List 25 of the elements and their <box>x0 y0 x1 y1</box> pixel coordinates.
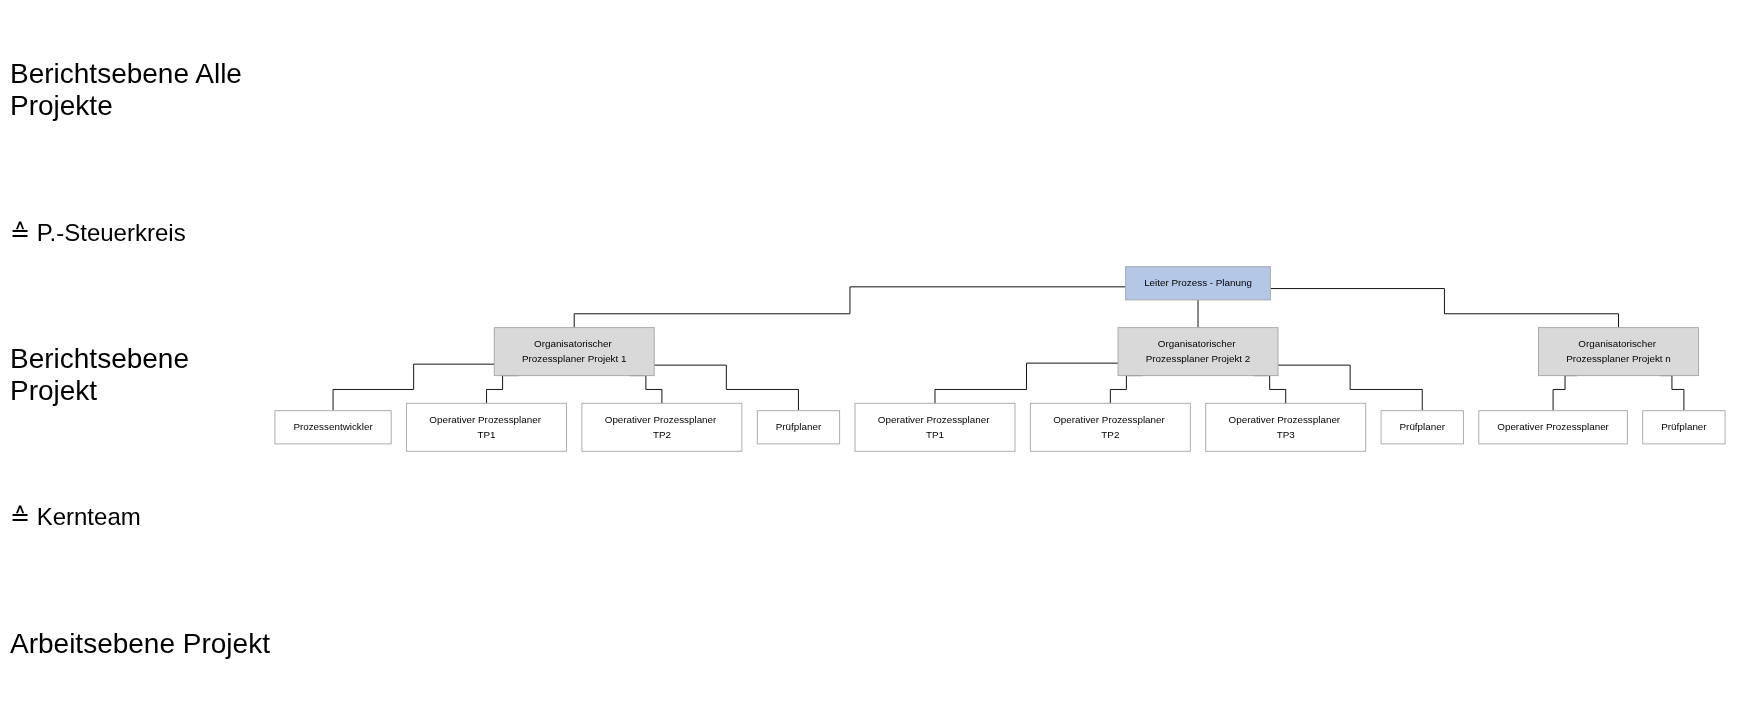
level-label: Berichtsebene Projekt <box>10 342 190 407</box>
node-box: Prüfplaner <box>1380 410 1464 445</box>
level-label: Arbeitsebene Projekt <box>10 627 270 660</box>
node-box: Operativer Prozessplaner TP1 <box>854 402 1016 452</box>
node-box: Operativer Prozessplaner TP3 <box>1205 402 1367 452</box>
connector <box>934 362 1119 404</box>
level-label: ≙ Kernteam <box>10 503 142 532</box>
node-box: Leiter Prozess - Planung <box>1125 266 1271 301</box>
node-box: Organisatorischer Prozessplaner Projekt n <box>1538 327 1699 377</box>
connector <box>332 363 495 412</box>
connector <box>1277 364 1423 412</box>
node-box: Operativer Prozessplaner TP2 <box>1029 402 1191 452</box>
node-box: Organisatorischer Prozessplaner Projekt 1 <box>493 327 655 377</box>
connector <box>653 364 799 412</box>
node-box: Prüfplaner <box>1642 410 1726 445</box>
node-box: Operativer Prozessplaner TP1 <box>406 402 567 452</box>
connector <box>1269 288 1619 329</box>
node-box: Operativer Prozessplaner TP2 <box>581 402 743 452</box>
connector <box>573 286 1127 329</box>
node-box: Organisatorischer Prozessplaner Projekt 2 <box>1117 327 1279 377</box>
node-box: Prozessentwickler <box>274 410 392 445</box>
node-box: Operativer Prozessplaner <box>1478 410 1628 445</box>
level-label: Berichtsebene Alle Projekte <box>10 58 243 123</box>
level-label: ≙ P.-Steuerkreis <box>10 218 187 247</box>
node-box: Prüfplaner <box>756 410 841 445</box>
